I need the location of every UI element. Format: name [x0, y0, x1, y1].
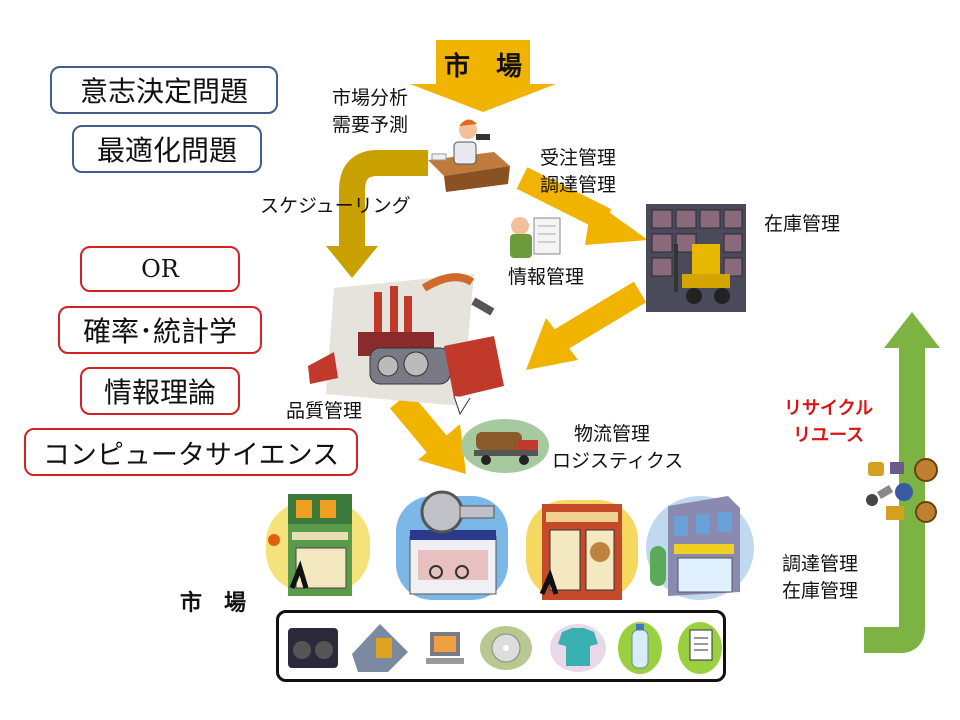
probability-statistics-box: 確率･統計学: [58, 306, 262, 354]
shirt-icon: [550, 624, 606, 672]
building-icon: [646, 496, 754, 600]
computer-icon: [426, 632, 464, 664]
bottle-icon: [618, 622, 662, 674]
document-icon: [678, 622, 722, 674]
scheduling-label: スケジューリング: [260, 195, 411, 217]
market-top-label: 市 場: [443, 52, 522, 82]
recycle-label: リサイクルリユース: [784, 398, 874, 446]
media-pile-icon: [352, 624, 408, 672]
logging-truck-icon: [461, 419, 549, 473]
inventory-label: 在庫管理: [764, 213, 841, 235]
market-down-arrow: [410, 40, 556, 112]
info-management-label: 情報管理: [508, 266, 585, 288]
order-procurement-label: 受注管理調達管理: [540, 147, 617, 196]
computer-science-box: コンピュータサイエンス: [24, 428, 358, 476]
supply-arrow: [553, 281, 647, 351]
boombox-icon: [288, 628, 338, 668]
information-theory-box: 情報理論: [80, 367, 240, 415]
optimization-problem-box: 最適化問題: [72, 125, 262, 173]
market-bottom-label: 市 場: [180, 591, 247, 616]
quality-control-label: 品質管理: [286, 400, 363, 422]
procure-inventory-label: 調達管理在庫管理: [782, 553, 859, 602]
market-analysis-label: 市場分析需要予測: [332, 87, 409, 136]
computer-store-icon: [266, 494, 370, 596]
warehouse-forklift-icon: [646, 204, 746, 312]
thrift-shop-icon: [526, 500, 638, 600]
decision-problem-box: 意志決定問題: [50, 66, 278, 114]
cd-icon: [480, 626, 532, 670]
or-box: OR: [80, 246, 240, 292]
office-worker-icon: [428, 119, 510, 192]
product-icons: [288, 622, 722, 674]
clerk-icon: [510, 217, 561, 258]
factory-icon: [308, 273, 504, 416]
logistics-label: 物流管理ロジスティクス: [552, 423, 684, 472]
recycle-arrow: [864, 346, 925, 653]
distribution-arrow: [390, 391, 450, 457]
scheduling-arrow: [339, 150, 428, 248]
bike-shop-icon: [396, 490, 508, 600]
recycled-parts-icon: [866, 458, 938, 523]
